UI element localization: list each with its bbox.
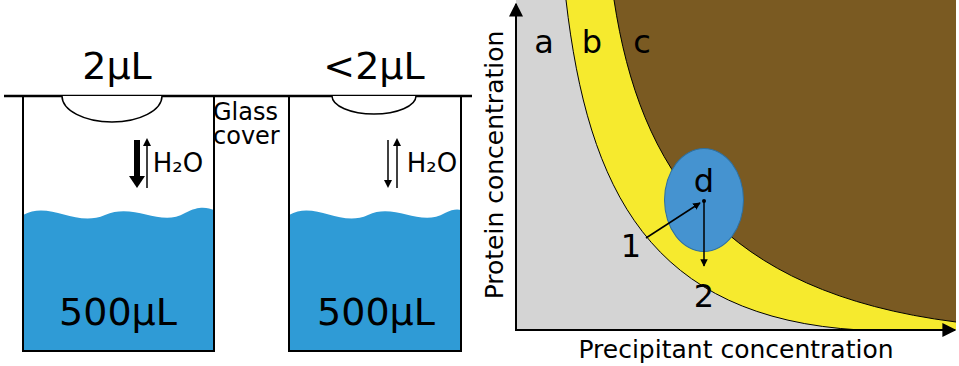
region-label: d <box>694 165 714 197</box>
flux-arrow <box>143 138 151 146</box>
drop-volume: <2µL <box>323 47 424 85</box>
flux-arrow <box>396 146 398 188</box>
reservoir-liquid <box>23 208 214 351</box>
callout-number: 1 <box>621 230 641 262</box>
drop-volume: 2µL <box>82 47 152 85</box>
region-label: c <box>633 26 651 58</box>
glass-cover-label: Glass cover <box>213 100 283 148</box>
reservoir-volume: 500µL <box>317 293 435 331</box>
well-wall <box>289 96 461 351</box>
crystallization-zone: d <box>664 148 744 252</box>
flux-arrow <box>134 140 140 178</box>
region-label: a <box>534 26 554 58</box>
reservoir-liquid <box>289 209 461 351</box>
y-axis <box>515 4 517 331</box>
x-axis <box>515 329 955 331</box>
supersolubility-curve <box>614 0 956 322</box>
flux-arrow <box>387 140 389 182</box>
flux-arrow <box>384 180 392 188</box>
path-arrow <box>703 202 705 266</box>
solubility-curve <box>566 0 860 330</box>
well-wall <box>23 96 214 351</box>
undersaturated-region <box>516 0 956 330</box>
flux-arrow <box>129 176 145 188</box>
water-label: H₂O <box>407 150 457 176</box>
axis-label: Precipitant concentration <box>578 337 893 362</box>
precipitation-region <box>614 0 956 322</box>
flux-arrow <box>146 144 148 188</box>
region-label: b <box>582 26 602 58</box>
path-arrow <box>646 203 700 238</box>
hanging-drop <box>332 96 416 114</box>
flux-arrow <box>393 138 401 146</box>
callout-number: 2 <box>694 280 714 312</box>
water-label: H₂O <box>153 150 203 176</box>
reservoir-volume: 500µL <box>59 293 177 331</box>
axis-label: Protein concentration <box>482 31 507 300</box>
hanging-drop <box>62 96 162 122</box>
metastable-region <box>566 0 956 330</box>
path-point <box>702 199 706 203</box>
